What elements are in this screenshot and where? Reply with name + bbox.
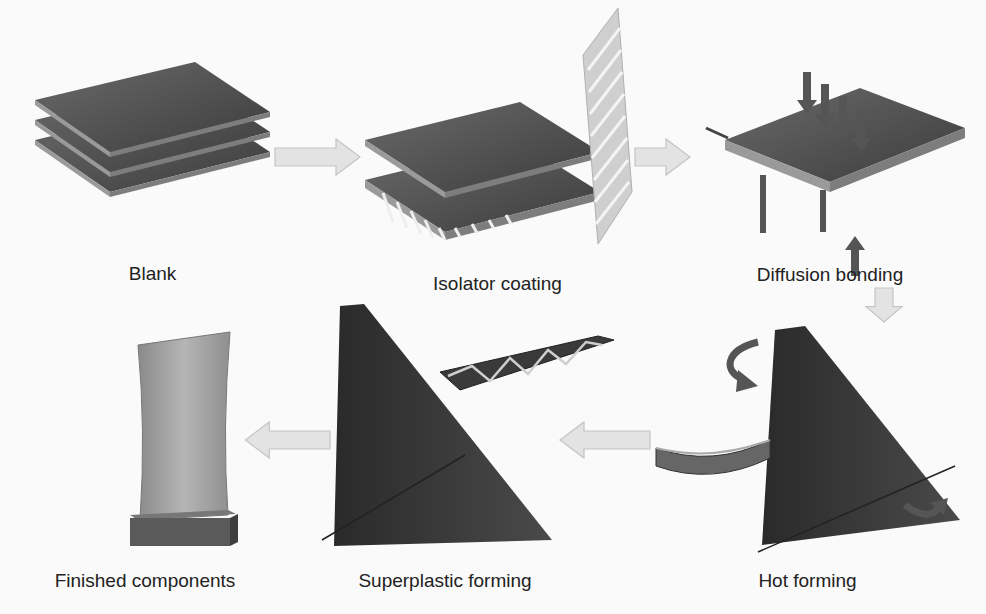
process-stage: Isolator coating xyxy=(360,5,635,297)
flow-arrow xyxy=(275,139,360,175)
process-stage: Diffusion bonding xyxy=(690,60,970,288)
stage-label: Blank xyxy=(125,261,181,287)
isolator-plates xyxy=(365,8,632,244)
finished-blade xyxy=(130,332,238,546)
blank-plates xyxy=(35,62,270,197)
flow-arrow xyxy=(245,422,330,458)
process-stage: Superplastic forming xyxy=(330,300,560,594)
process-stage: Finished components xyxy=(45,330,246,594)
hot-forming-part xyxy=(656,326,960,552)
stage-label: Diffusion bonding xyxy=(753,262,907,288)
stage-label: Isolator coating xyxy=(429,271,566,297)
process-stage: Hot forming xyxy=(650,322,965,594)
stage-label: Hot forming xyxy=(754,568,860,594)
process-stage: Blank xyxy=(30,55,275,287)
flow-arrow xyxy=(560,422,650,458)
flow-arrow xyxy=(866,288,902,322)
superplastic-part xyxy=(322,304,614,546)
stage-label: Superplastic forming xyxy=(354,568,535,594)
diffusion-press xyxy=(706,72,965,276)
stage-label: Finished components xyxy=(51,568,240,594)
flow-arrow xyxy=(635,139,690,175)
